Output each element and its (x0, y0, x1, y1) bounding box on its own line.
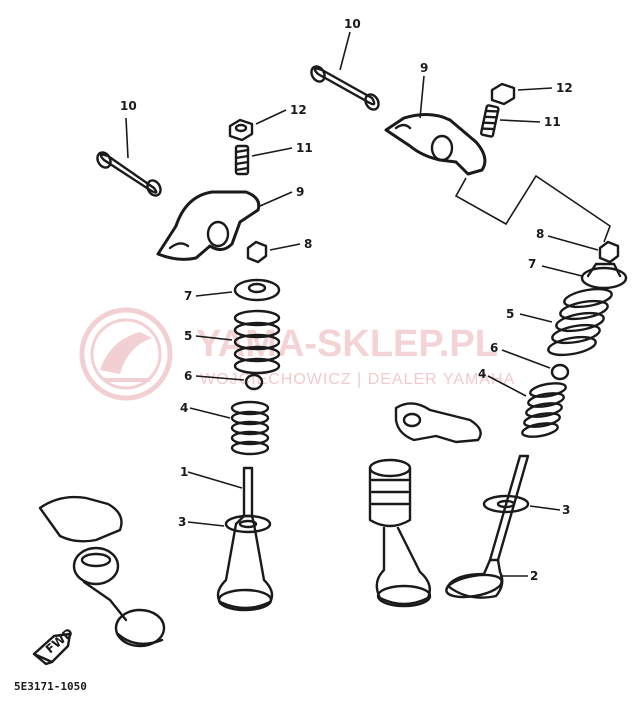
rocker-shaft-right (310, 65, 380, 111)
callout-left-5: 5 (184, 329, 192, 343)
valve-cap-left (246, 240, 268, 264)
adjusting-screw-right (479, 104, 500, 138)
callout-right-9: 9 (420, 61, 428, 75)
spring-seat-right (482, 494, 530, 514)
fwd-arrow-icon: FWD (32, 625, 76, 666)
callout-left-4: 4 (180, 401, 188, 415)
callout-left-10: 10 (120, 99, 137, 113)
inner-spring-left (230, 400, 270, 456)
spring-retainer-right (580, 262, 628, 290)
callout-left-11: 11 (296, 141, 313, 155)
callout-right-10: 10 (344, 17, 361, 31)
rocker-arm-right (384, 113, 487, 176)
outer-spring-right (547, 287, 613, 357)
watermark: YAMA-SKLEP.PL WOJCIECHOWICZ | DEALER YAM… (79, 307, 515, 401)
cylinder-head-view-left (38, 495, 166, 648)
callout-left-9: 9 (296, 185, 304, 199)
callout-right-7: 7 (528, 257, 536, 271)
valve-left (216, 466, 274, 612)
watermark-subtitle: WOJCIECHOWICZ | DEALER YAMAHA (200, 371, 515, 388)
valve-keeper-left (244, 373, 264, 391)
watermark-title: YAMA-SKLEP.PL (196, 323, 498, 365)
callout-right-12: 12 (556, 81, 573, 95)
callout-left-8: 8 (304, 237, 312, 251)
callout-right-5: 5 (506, 307, 514, 321)
callout-left-1: 1 (180, 465, 188, 479)
callout-right-8: 8 (536, 227, 544, 241)
spring-seat-left (224, 514, 272, 534)
callout-left-3: 3 (178, 515, 186, 529)
valve-cap-right (598, 240, 620, 264)
callout-right-11: 11 (544, 115, 561, 129)
valve-guide-right (368, 458, 432, 608)
diagram-code: 5E3171-1050 (14, 680, 87, 693)
callout-right-4: 4 (478, 367, 486, 381)
fwd-label: FWD (43, 625, 76, 656)
valve-right (445, 454, 530, 599)
inner-spring-right (521, 382, 567, 438)
callout-left-12: 12 (290, 103, 307, 117)
spring-retainer-left (233, 278, 281, 302)
rocker-arm-left (156, 190, 261, 261)
rocker-assembly-center (394, 402, 482, 444)
valve-keeper-right (550, 363, 570, 381)
adjusting-screw-left (234, 144, 250, 176)
locknut-right (490, 82, 516, 106)
callout-left-7: 7 (184, 289, 192, 303)
locknut-left (228, 118, 254, 142)
callout-left-6: 6 (184, 369, 192, 383)
callout-right-3: 3 (562, 503, 570, 517)
outer-spring-left (233, 309, 281, 375)
callout-right-6: 6 (490, 341, 498, 355)
callout-right-2: 2 (530, 569, 538, 583)
rocker-shaft-left (96, 151, 162, 197)
watermark-logo (79, 307, 173, 401)
